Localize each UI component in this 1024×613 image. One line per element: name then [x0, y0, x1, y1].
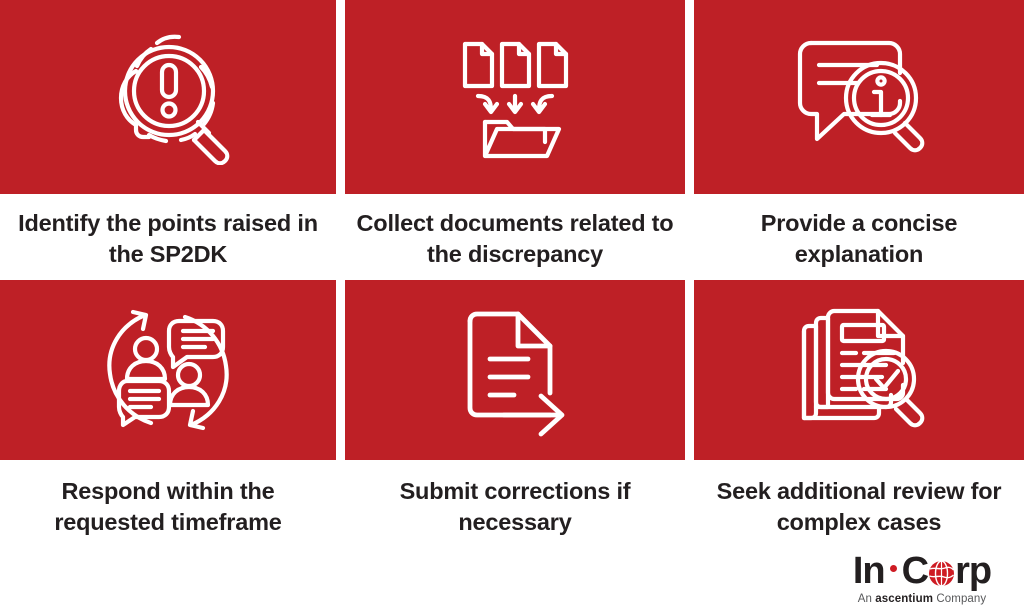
logo-tagline-prefix: An: [857, 593, 876, 605]
documents-into-folder-icon: [451, 30, 579, 164]
step-caption-6: Seek additional review for complex cases: [716, 478, 1002, 536]
step-card-1[interactable]: Identify the points raised in the SP2DK: [0, 0, 336, 280]
step-caption-5: Submit corrections if necessary: [399, 478, 631, 536]
step-card-6[interactable]: Seek additional review for complex cases: [694, 280, 1024, 560]
step-icon-panel-1: [0, 0, 336, 194]
logo-dot-icon: [889, 564, 897, 572]
step-card-5[interactable]: Submit corrections if necessary: [345, 280, 685, 560]
step-card-4[interactable]: Respond within the requested timeframe: [0, 280, 336, 560]
step-icon-panel-2: [345, 0, 685, 194]
step-caption-3: Provide a concise explanation: [760, 210, 958, 268]
step-icon-panel-4: [0, 280, 336, 460]
step-icon-panel-6: [694, 280, 1024, 460]
logo-word-c: C: [901, 550, 929, 592]
magnifier-alert-document-icon: [105, 29, 231, 165]
speech-bubble-info-magnifier-icon: [789, 31, 929, 163]
logo-tagline-brand: ascentium: [875, 593, 934, 605]
step-icon-panel-3: [694, 0, 1024, 194]
incorp-logo[interactable]: In C rp An ascentium Company: [838, 547, 1006, 605]
grid-gutter: [685, 0, 694, 280]
grid-gutter: [685, 280, 694, 560]
step-caption-wrap-5: Submit corrections if necessary: [345, 460, 685, 560]
logo-tagline: An ascentium Company: [858, 593, 987, 605]
grid-gutter: [336, 0, 345, 280]
step-caption-wrap-4: Respond within the requested timeframe: [0, 460, 336, 560]
logo-word-in: In: [852, 550, 886, 592]
logo-word-rp: rp: [955, 550, 992, 592]
grid-gutter: [336, 280, 345, 560]
logo-wordmark: In C rp: [852, 550, 992, 592]
step-caption-wrap-6: Seek additional review for complex cases: [694, 460, 1024, 560]
documents-check-magnifier-icon: [790, 303, 928, 437]
globe-icon: [928, 559, 955, 587]
step-caption-wrap-3: Provide a concise explanation: [694, 194, 1024, 280]
step-caption-wrap-2: Collect documents related to the discrep…: [345, 194, 685, 280]
step-caption-1: Identify the points raised in the SP2DK: [18, 210, 318, 268]
step-caption-4: Respond within the requested timeframe: [54, 478, 282, 536]
logo-tagline-suffix: Company: [933, 593, 987, 605]
step-card-2[interactable]: Collect documents related to the discrep…: [345, 0, 685, 280]
people-chat-cycle-icon: [101, 303, 235, 437]
document-arrow-submit-icon: [456, 303, 574, 437]
step-caption-wrap-1: Identify the points raised in the SP2DK: [0, 194, 336, 280]
steps-grid: Identify the points raised in the SP2DK: [0, 0, 1024, 560]
step-icon-panel-5: [345, 280, 685, 460]
step-card-3[interactable]: Provide a concise explanation: [694, 0, 1024, 280]
step-caption-2: Collect documents related to the discrep…: [356, 210, 674, 268]
